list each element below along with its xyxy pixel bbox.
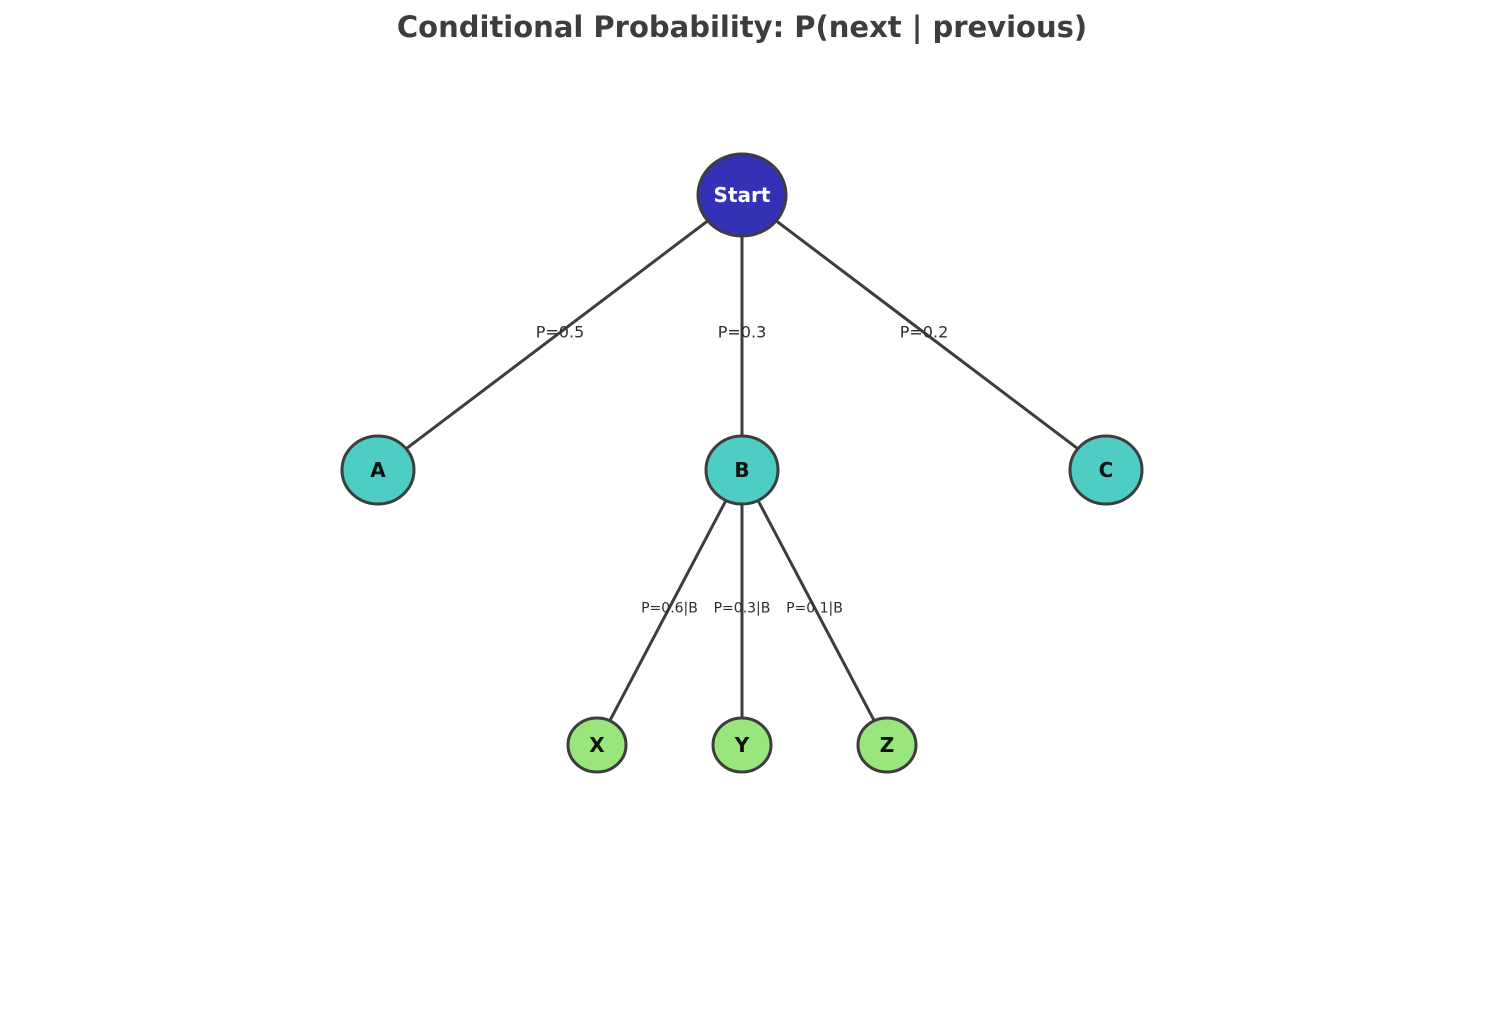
node-label-x: X [589, 733, 605, 757]
node-c: C [1068, 434, 1144, 506]
edge-label-b-z: P=0.1|B [786, 601, 843, 617]
node-label-a: A [370, 458, 386, 482]
edge-label-b-y: P=0.3|B [714, 601, 771, 617]
edge-start-c [741, 193, 1100, 465]
node-circle-b [704, 434, 780, 506]
diagram-title: Conditional Probability: P(next | previo… [397, 10, 1087, 44]
node-y: Y [711, 716, 773, 774]
node-circle-z [856, 716, 918, 774]
node-label-c: C [1099, 458, 1114, 482]
edges-layer [384, 193, 1100, 738]
node-start: Start [696, 152, 788, 238]
node-circle-y [711, 716, 773, 774]
edge-start-a [384, 193, 743, 465]
node-label-y: Y [734, 733, 750, 757]
node-circle-c [1068, 434, 1144, 506]
node-x: X [566, 716, 628, 774]
node-b: B [704, 434, 780, 506]
node-label-z: Z [880, 733, 895, 757]
node-label-b: B [734, 458, 749, 482]
node-label-start: Start [714, 183, 771, 207]
edge-b-x [601, 469, 744, 738]
edge-label-start-b: P=0.3 [718, 323, 767, 342]
node-circle-start [696, 152, 788, 238]
node-a: A [340, 434, 416, 506]
node-z: Z [856, 716, 918, 774]
edge-label-b-x: P=0.6|B [641, 601, 698, 617]
edge-label-start-c: P=0.2 [900, 323, 949, 342]
edge-labels-layer: P=0.5 P=0.3 P=0.2P=0.6|B P=0.3|B P=0.1|B [536, 323, 949, 617]
edge-label-start-a: P=0.5 [536, 323, 585, 342]
edge-b-z [740, 469, 883, 738]
node-circle-x [566, 716, 628, 774]
node-circle-a [340, 434, 416, 506]
